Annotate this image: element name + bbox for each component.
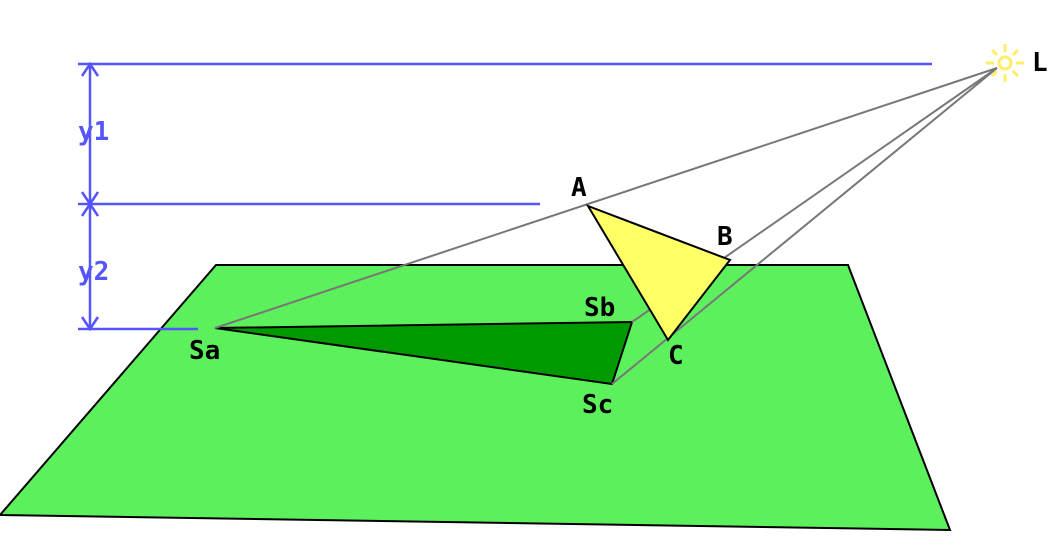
object-triangle — [585, 204, 732, 342]
light-rays-glow — [986, 44, 1024, 82]
light-bulb — [997, 55, 1013, 71]
label-shadow-b: Sb — [584, 293, 615, 323]
arrow-y2-bottom — [80, 316, 100, 332]
label-vertex-a: A — [571, 173, 587, 203]
label-shadow-c: Sc — [582, 390, 613, 420]
label-shadow-a: Sa — [189, 336, 220, 366]
arrow-y1-top — [80, 61, 100, 77]
label-vertex-b: B — [717, 222, 733, 252]
ground-plane — [0, 264, 952, 532]
ray-l-to-sa — [214, 67, 998, 329]
light-source-icon — [986, 44, 1024, 82]
label-vertex-c: C — [668, 341, 684, 371]
label-light: L — [1032, 48, 1048, 78]
shadow-triangle — [214, 320, 634, 386]
ray-l-to-sc — [611, 67, 998, 385]
dimension-lines — [78, 61, 932, 332]
label-height-2: y2 — [78, 257, 109, 287]
arrow-y2-top — [80, 201, 100, 217]
label-height-1: y1 — [78, 117, 109, 147]
